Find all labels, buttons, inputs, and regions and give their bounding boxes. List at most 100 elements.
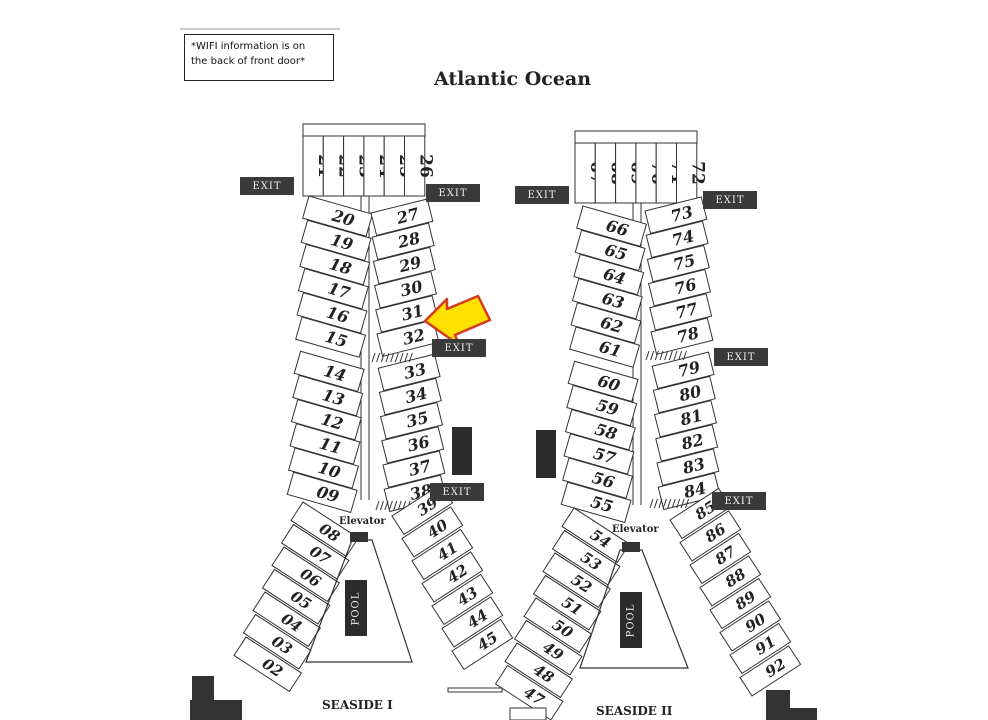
unit-58: 58 [564, 408, 636, 451]
unit-26: 26 [416, 154, 436, 178]
wifi-note: *WIFI information is on the back of fron… [184, 34, 334, 81]
unit-12: 12 [290, 398, 362, 441]
seaside-2-building: 676869707172666564636261605958575655 7374… [494, 130, 802, 720]
elevator-label: Elevator [339, 516, 386, 527]
exit-sign: EXIT [515, 186, 569, 204]
stairs-icon [645, 350, 687, 361]
unit-18: 18 [299, 243, 371, 286]
unit-29: 29 [372, 246, 436, 285]
exit-sign: EXIT [714, 348, 768, 366]
elevator-icon [622, 542, 640, 552]
unit-19: 19 [300, 219, 372, 262]
unit-32: 32 [376, 319, 440, 357]
unit-number: 78 [675, 323, 701, 347]
unit-66: 66 [576, 205, 648, 247]
unit-number: 75 [671, 250, 697, 274]
top-row-units: 212223242526 [302, 123, 436, 197]
unit-80: 80 [652, 375, 716, 414]
unit-number: 37 [407, 456, 433, 480]
unit-65: 65 [574, 229, 646, 272]
unit-number: 76 [672, 275, 698, 299]
unit-number: 31 [400, 301, 426, 325]
unit-30: 30 [373, 270, 438, 309]
exit-sign: EXIT [426, 184, 480, 202]
unit-33: 33 [377, 353, 441, 392]
unit-number: 73 [669, 202, 695, 226]
building-block-icon [766, 690, 790, 720]
pool-label: POOL [620, 592, 642, 648]
elevator-icon [350, 532, 368, 542]
unit-77: 77 [649, 293, 713, 331]
unit-number: 79 [676, 357, 702, 381]
unit-20: 20 [302, 195, 374, 237]
unit-59: 59 [566, 384, 638, 427]
top-row-units: 676869707172 [574, 130, 708, 204]
building-block-icon [787, 708, 817, 720]
elevator-marker-icon [452, 427, 472, 475]
unit-74: 74 [645, 220, 709, 259]
unit-75: 75 [646, 244, 710, 283]
unit-62: 62 [570, 302, 642, 344]
stairs-icon [371, 352, 413, 363]
exit-sign: EXIT [430, 483, 484, 501]
unit-82: 82 [655, 424, 719, 462]
unit-11: 11 [289, 423, 361, 465]
unit-36: 36 [381, 426, 445, 464]
unit-35: 35 [379, 401, 444, 440]
unit-number: 32 [401, 325, 427, 349]
unit-09: 09 [286, 471, 358, 514]
unit-27: 27 [370, 198, 434, 236]
walkway [509, 707, 547, 720]
unit-61: 61 [569, 326, 641, 368]
unit-55: 55 [560, 481, 632, 524]
unit-76: 76 [647, 268, 712, 307]
unit-number: 33 [402, 359, 428, 383]
unit-34: 34 [378, 377, 442, 416]
unit-number: 35 [404, 408, 430, 432]
wifi-note-line-2: the back of front door* [191, 56, 306, 67]
unit-44: 44 [441, 596, 504, 648]
unit-81: 81 [653, 399, 718, 438]
exit-sign: EXIT [703, 191, 757, 209]
unit-63: 63 [571, 277, 643, 320]
unit-83: 83 [656, 448, 720, 486]
stairs-icon [649, 498, 690, 509]
seaside-1-building: 2122232425262019181716151413121110092728… [233, 123, 514, 693]
building-name: SEASIDE I [322, 698, 393, 712]
unit-17: 17 [297, 267, 369, 310]
unit-78: 78 [650, 317, 714, 355]
pool-label: POOL [345, 580, 367, 636]
elevator-marker-icon [536, 430, 556, 478]
unit-60: 60 [567, 360, 639, 403]
elevator-label: Elevator [612, 524, 659, 535]
unit-56: 56 [562, 457, 634, 499]
exit-sign: EXIT [712, 492, 766, 510]
unit-79: 79 [651, 351, 715, 390]
exit-sign: EXIT [240, 177, 294, 195]
unit-14: 14 [293, 350, 365, 393]
walkway [447, 687, 503, 693]
unit-number: 74 [670, 226, 696, 250]
unit-64: 64 [573, 253, 645, 296]
unit-13: 13 [292, 374, 364, 417]
unit-number: 30 [398, 277, 424, 301]
unit-number: 36 [406, 432, 432, 456]
building-block-icon [190, 700, 242, 720]
unit-16: 16 [296, 292, 368, 334]
unit-37: 37 [382, 450, 446, 488]
unit-73: 73 [644, 196, 708, 234]
building-name: SEASIDE II [596, 704, 673, 718]
exit-sign: EXIT [432, 339, 486, 357]
unit-number: 77 [674, 299, 700, 323]
unit-57: 57 [563, 433, 635, 475]
unit-72: 72 [688, 161, 708, 185]
unit-42: 42 [421, 551, 484, 603]
unit-41: 41 [411, 528, 474, 581]
unit-10: 10 [288, 447, 360, 489]
unit-31: 31 [375, 295, 439, 333]
building-block-icon [192, 676, 214, 704]
wifi-note-line-1: *WIFI information is on [191, 41, 306, 52]
unit-number: 34 [403, 383, 429, 407]
unit-28: 28 [371, 222, 435, 261]
